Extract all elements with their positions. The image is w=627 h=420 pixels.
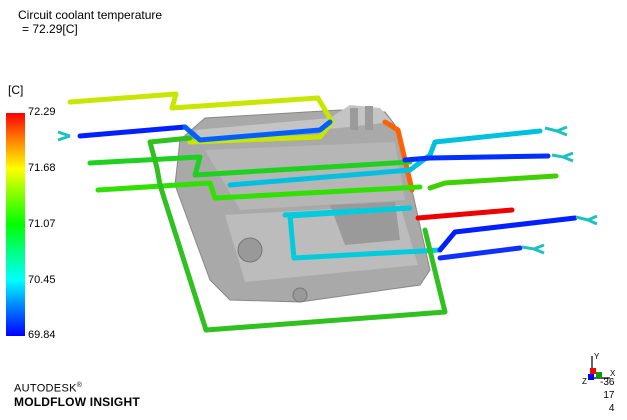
rotation-y: 17 [603,390,615,401]
triad-z-label: Z [582,377,587,386]
triad-y-label: Y [594,352,600,361]
legend-tick-3: 71.07 [28,218,56,230]
view-rotation-readout: -36 17 4 [600,376,614,415]
coolant-outlet-icon[interactable] [544,125,568,137]
channel-right-blue [402,153,551,163]
axis-triad: Y X Z [582,352,616,386]
channel-lower-cyan [282,205,443,261]
trademark-mark: ® [76,382,83,389]
brand-product: MOLDFLOW INSIGHT [14,394,140,409]
channel-green-2 [95,180,423,201]
channel-mid-cyan [227,128,543,188]
channel-loop-blue-cyan [182,119,333,143]
triad-x-label: X [610,369,616,378]
result-name: Circuit coolant temperature [18,8,163,22]
result-value: = 72.29[C] [22,22,78,36]
rotation-z: 4 [608,403,615,414]
channel-top-yellow [67,91,335,145]
coolant-outlet-icon-2[interactable] [551,151,574,163]
legend-tick-4: 70.45 [28,274,56,286]
channel-green-right [427,173,559,191]
result-title: Circuit coolant temperature = 72.29[C] [18,8,162,36]
channel-lower-blue-2 [437,245,523,261]
legend-tick-max: 72.29 [28,106,56,118]
channel-red [415,207,515,221]
coolant-outlet-icon-3[interactable] [575,214,598,226]
legend-tick-min: 69.84 [28,329,56,341]
legend-tick-2: 71.68 [28,162,56,174]
brand-company: AUTODESK [14,382,77,395]
channel-green-1 [87,154,413,178]
channel-lower-blue [437,215,578,253]
cooling-channels[interactable] [67,91,578,333]
coolant-outlet-icon-4[interactable] [521,243,545,255]
brand-logo: AUTODESK® MOLDFLOW INSIGHT [14,382,140,409]
rotation-x: -36 [600,377,615,388]
channel-top-blue [77,124,188,139]
legend-unit: [C] [8,83,24,97]
color-legend-bar [6,113,25,336]
molded-part [174,105,431,303]
coolant-inlet-icon[interactable] [57,130,71,142]
channel-outer-green [147,135,448,333]
